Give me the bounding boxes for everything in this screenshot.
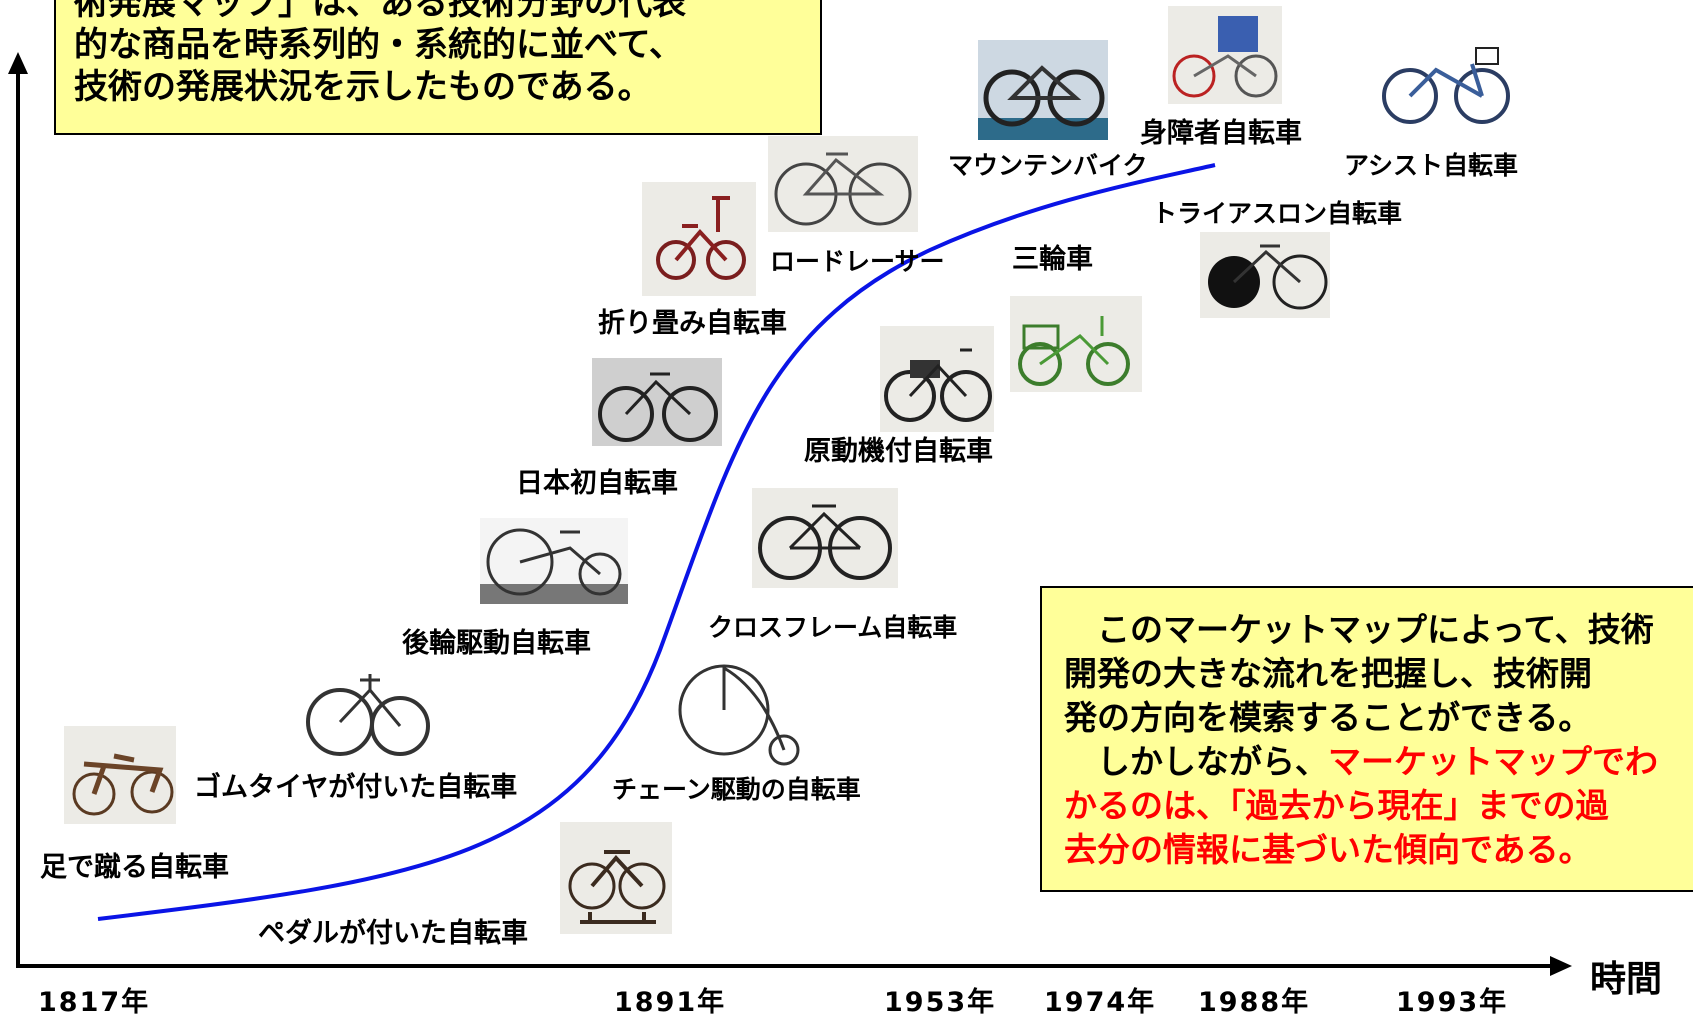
photo-assist-bicycle [1376,40,1516,130]
conclusion-line-6: 去分の情報に基づいた傾向である。 [1064,830,1592,869]
y-axis-arrow [8,52,28,74]
conclusion-line-1: このマーケットマップによって、技術 [1064,610,1654,649]
year-label-1817: 1817年 [38,987,151,1018]
label-triathlon-bicycle: トライアスロン自転車 [1152,199,1403,228]
photo-cross-frame-bicycle [752,488,898,588]
photo-mountain-bike [978,40,1108,140]
conclusion-line-3: 発の方向を模索することができる。 [1064,698,1592,737]
photo-folding-bicycle [642,182,756,296]
label-rubber-tire-bicycle: ゴムタイヤが付いた自転車 [194,772,518,803]
year-label-1988: 1988年 [1198,987,1311,1018]
x-axis-label: 時間 [1590,959,1663,1000]
label-rear-drive-bicycle: 後輪駆動自転車 [402,628,591,659]
photo-rubber-tire-bicycle [300,660,440,770]
photo-wheelchair-bicycle [1168,6,1282,104]
photo-motorized-bicycle [880,326,994,432]
photo-road-racer [768,136,918,232]
conclusion-line-2: 開発の大きな流れを把握し、技術開 [1064,654,1592,693]
label-mountain-bike: マウンテンバイク [948,151,1148,180]
label-folding-bicycle: 折り畳み自転車 [598,308,787,339]
photo-rear-drive-bicycle [480,518,628,604]
conclusion-note: このマーケットマップによって、技術 開発の大きな流れを把握し、技術開 発の方向を… [1040,586,1693,892]
photo-tricycle [1010,296,1142,392]
intro-line-3: 技術の発展状況を示したものである。 [74,67,652,107]
intro-note: 術発展マップ」は、ある技術分野の代表 的な商品を時系列的・系統的に並べて、 技術… [54,0,822,135]
label-pedal-bicycle: ペダルが付いた自転車 [258,918,528,949]
label-motorized-bicycle: 原動機付自転車 [804,436,993,467]
year-label-1993: 1993年 [1396,987,1509,1018]
intro-line-2: 的な商品を時系列的・系統的に並べて、 [74,25,683,65]
conclusion-line-5: かるのは、「過去から現在」までの過 [1064,786,1609,825]
photo-penny-farthing [672,660,804,770]
intro-line-1: 術発展マップ」は、ある技術分野の代表 [74,0,686,23]
photo-first-japanese-bicycle [592,358,722,446]
year-label-1953: 1953年 [884,987,997,1018]
label-draisine: 足で蹴る自転車 [40,852,229,883]
conclusion-line-4a: しかしながら、 [1064,742,1328,781]
x-axis-arrow [1550,956,1572,976]
label-cross-frame-bicycle: クロスフレーム自転車 [708,613,958,642]
s-curve [97,163,1216,921]
year-label-1974: 1974年 [1044,987,1157,1018]
label-chain-drive-bicycle: チェーン駆動の自転車 [612,775,861,804]
label-road-racer: ロードレーサー [770,247,945,276]
label-first-japanese-bicycle: 日本初自転車 [516,468,678,499]
photo-draisine [64,726,176,824]
label-wheelchair-bicycle: 身障者自転車 [1140,118,1302,149]
label-tricycle: 三輪車 [1012,244,1093,275]
photo-triathlon-bicycle [1200,232,1330,318]
photo-pedal-bicycle [560,822,672,934]
year-label-1891: 1891年 [614,987,727,1018]
conclusion-line-4b: マーケットマップでわ [1328,742,1658,781]
label-assist-bicycle: アシスト自転車 [1344,151,1519,180]
